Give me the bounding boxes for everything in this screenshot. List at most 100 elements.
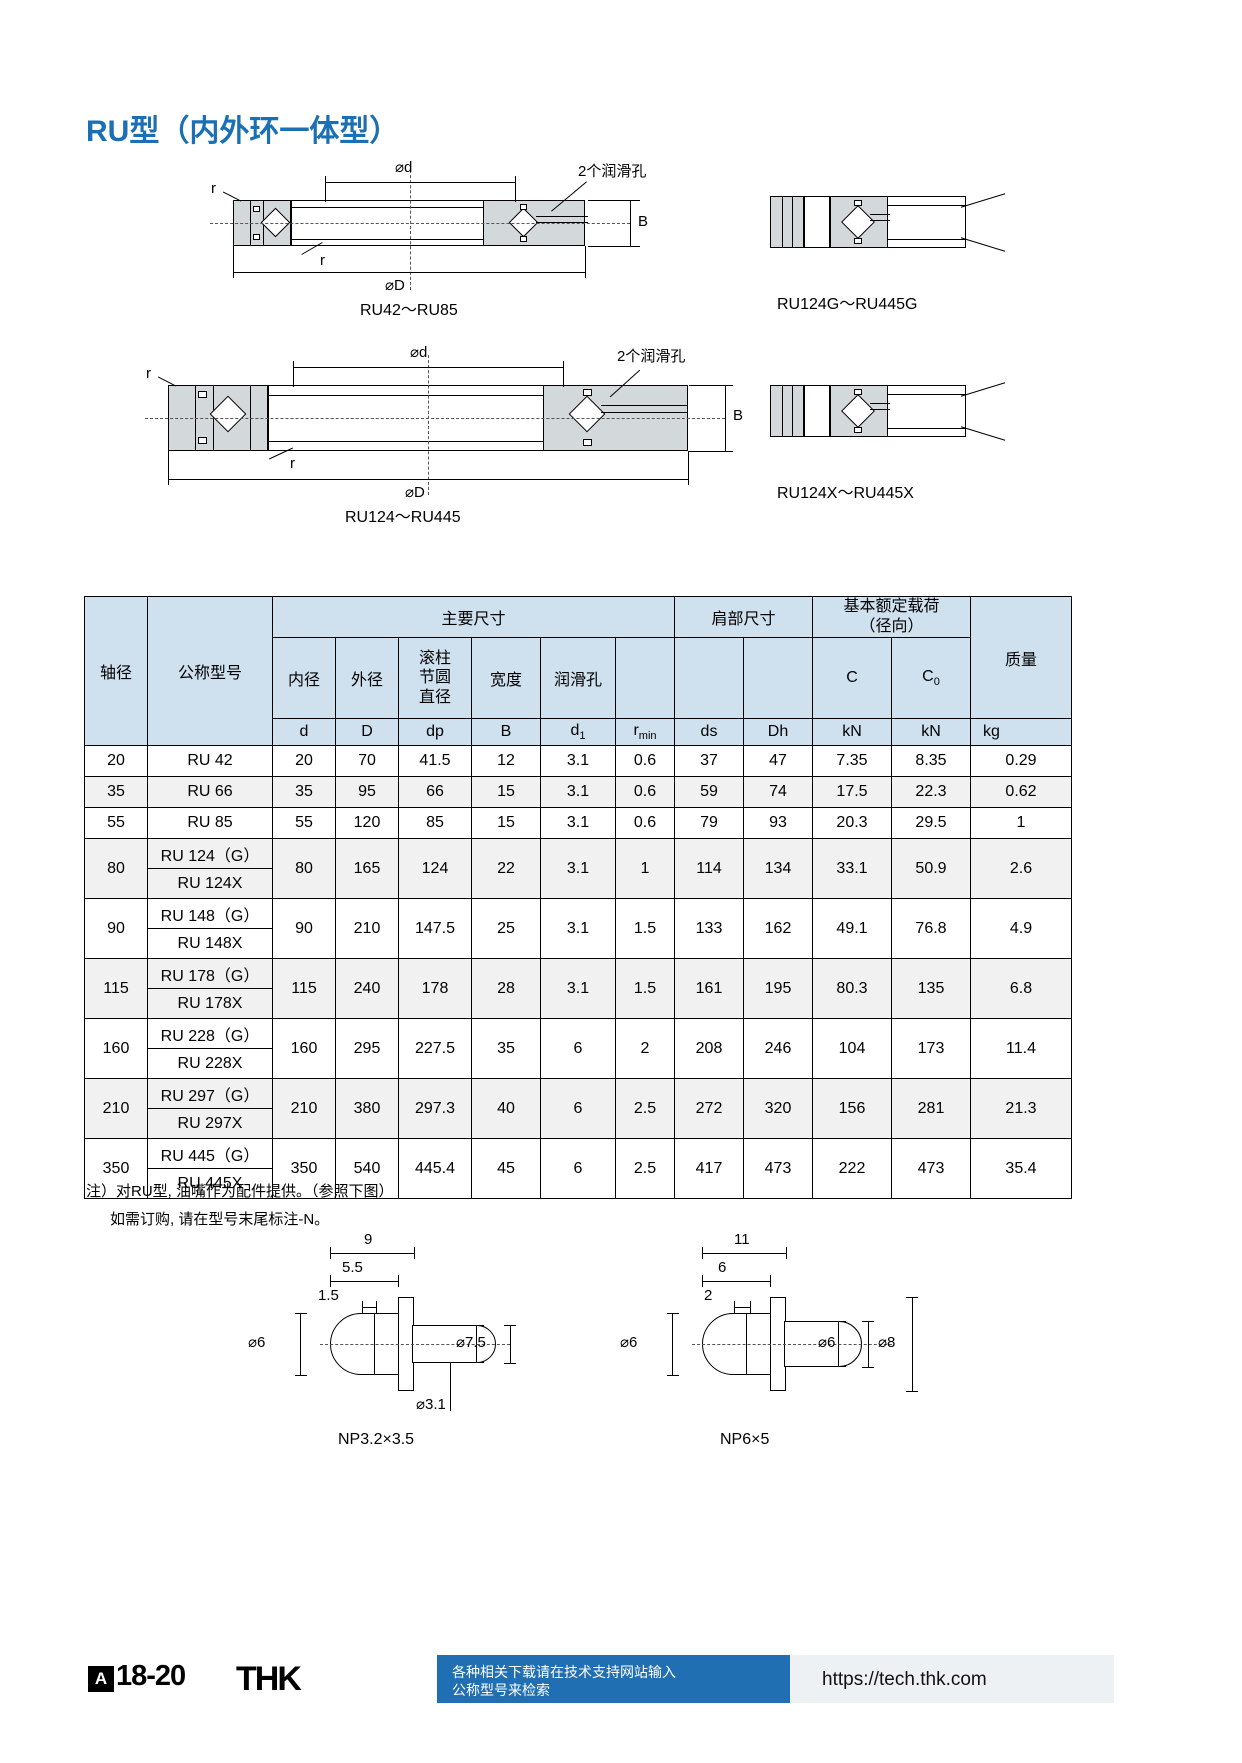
cell-D: 70	[335, 745, 399, 777]
cell-model: RU 445X	[147, 1168, 273, 1199]
cell-kg: 6.8	[970, 958, 1072, 1019]
th-hole: 润滑孔	[540, 637, 616, 719]
cell-C0: 281	[891, 1078, 971, 1139]
cell-model: RU 297（G）	[147, 1078, 273, 1109]
np1-label-75: ⌀7.5	[456, 1334, 486, 1351]
cell-d: 35	[272, 776, 336, 808]
footer-url-panel	[790, 1655, 1114, 1703]
fig1-label-r-bottom: r	[320, 252, 325, 269]
cell-model: RU 124（G）	[147, 838, 273, 869]
cell-D: 165	[335, 838, 399, 899]
cell-rmin: 2.5	[615, 1078, 675, 1139]
cell-D: 540	[335, 1138, 399, 1199]
th-unit-B: B	[471, 718, 541, 746]
fig2-seal-top	[854, 200, 862, 206]
figure-ru124g-ru445g: RU124G〜RU445G	[770, 186, 1006, 316]
th-shoulder-dims: 肩部尺寸	[674, 596, 813, 638]
cell-ds: 79	[674, 807, 744, 839]
cell-d1: 3.1	[540, 838, 616, 899]
fig2-inner-top	[888, 205, 966, 206]
fig1-label-D: ⌀D	[385, 277, 405, 294]
cell-ds: 133	[674, 898, 744, 959]
np2-dim8-b	[906, 1391, 918, 1392]
cell-C0: 76.8	[891, 898, 971, 959]
cell-ds: 208	[674, 1018, 744, 1079]
fig4-mid	[804, 385, 830, 437]
fig1-caption: RU42〜RU85	[360, 302, 458, 319]
cell-C0: 8.35	[891, 745, 971, 777]
cell-d1: 3.1	[540, 776, 616, 808]
np1-dim15-t-l	[362, 1301, 363, 1313]
cell-shaft: 20	[84, 745, 148, 777]
np1-dim75-t	[504, 1325, 516, 1326]
th-C0-base: C	[922, 667, 934, 685]
footer-banner-text: 各种相关下载请在技术支持网站输入 公称型号来检索	[452, 1663, 676, 1699]
pitch-line2: 节圆	[418, 669, 451, 687]
np2-dim11-t-r	[786, 1247, 787, 1259]
cell-d1: 3.1	[540, 807, 616, 839]
np2-dim11-t-l	[702, 1247, 703, 1259]
footer-page-number: 18-20	[116, 1660, 186, 1692]
th-model: 公称型号	[147, 596, 273, 746]
fig1-seal-left-top	[253, 206, 260, 212]
fig2-taper-top	[960, 193, 1006, 208]
fig3-ext-d-l	[293, 367, 294, 387]
np2-dim6-t-l	[702, 1275, 703, 1287]
cell-d1: 6	[540, 1018, 616, 1079]
cell-ds: 417	[674, 1138, 744, 1199]
cell-B: 40	[471, 1078, 541, 1139]
cell-rmin: 2.5	[615, 1138, 675, 1199]
fig3-dim-d-line	[293, 367, 563, 368]
footer-page-badge: A	[88, 1666, 114, 1692]
np1-dim55-line	[330, 1281, 398, 1282]
fig1-dim-B-tick-t	[588, 200, 640, 201]
cell-ds: 59	[674, 776, 744, 808]
np1-dim9-t-r	[414, 1247, 415, 1259]
fig1-seal-left-bot	[253, 234, 260, 240]
cell-B: 45	[471, 1138, 541, 1199]
cell-model: RU 178（G）	[147, 958, 273, 989]
cell-B: 22	[471, 838, 541, 899]
footer-banner	[437, 1655, 794, 1703]
fig4-inner-top	[888, 394, 966, 395]
cell-shaft: 80	[84, 838, 148, 899]
cell-C0: 50.9	[891, 838, 971, 899]
cell-d: 210	[272, 1078, 336, 1139]
np1-dim15-t-r	[376, 1301, 377, 1313]
th-outer: 外径	[335, 637, 399, 719]
unit-d1-base: d	[570, 721, 580, 739]
fig3-dim-B-tick-b	[689, 451, 733, 452]
np1-dim-v-left-b	[295, 1375, 307, 1376]
np1-dim31-leader	[450, 1363, 451, 1411]
np2-dim2-t-r	[750, 1301, 751, 1313]
cell-D: 295	[335, 1018, 399, 1079]
cell-dp: 227.5	[398, 1018, 472, 1079]
fig4-left-block	[770, 385, 804, 437]
footer-url[interactable]: https://tech.thk.com	[822, 1669, 987, 1690]
fig3-label-D: ⌀D	[405, 484, 425, 501]
brand-logo: THK	[236, 1660, 302, 1698]
fig1-seal-right-top	[520, 204, 527, 210]
cell-d: 80	[272, 838, 336, 899]
table-header-row-1: 轴径 公称型号 主要尺寸 肩部尺寸 基本额定载荷 （径向） 质量	[84, 596, 1072, 746]
cell-C: 222	[812, 1138, 892, 1199]
cell-model: RU 178X	[147, 988, 273, 1019]
cell-B: 35	[471, 1018, 541, 1079]
fig1-inner-line-1	[291, 207, 483, 208]
np2-dim2-t-l	[734, 1301, 735, 1313]
np2-dim6-t-r	[770, 1275, 771, 1287]
cell-Dh: 195	[743, 958, 813, 1019]
np2-dim6r-t	[862, 1321, 874, 1322]
cell-dp: 147.5	[398, 898, 472, 959]
fig2-taper-bot	[960, 237, 1006, 252]
np1-caption: NP3.2×3.5	[338, 1431, 415, 1448]
np2-caption: NP6×5	[720, 1431, 770, 1448]
load-rating-line1: 基本额定载荷	[843, 598, 940, 615]
fig3-hole-b	[601, 412, 687, 413]
np2-label-d6-mid: ⌀6	[818, 1334, 836, 1351]
cell-kg: 0.29	[970, 745, 1072, 777]
np1-dim-v-left	[300, 1313, 301, 1375]
th-C0: C0	[891, 637, 971, 719]
cell-C: 49.1	[812, 898, 892, 959]
